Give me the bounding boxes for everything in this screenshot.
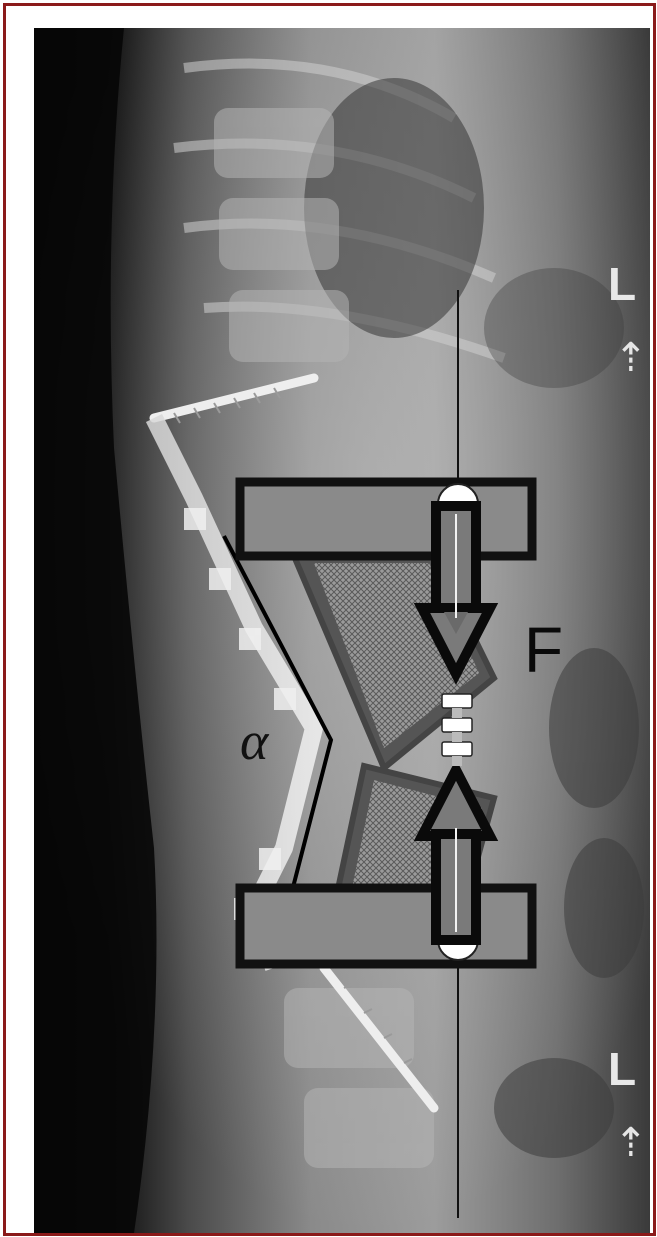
up-arrow-icon: ⇡ bbox=[614, 1123, 648, 1163]
angle-label: α bbox=[240, 714, 268, 768]
figure-frame: L ⇡ L ⇡ F α bbox=[3, 3, 656, 1236]
xray-image: L ⇡ L ⇡ F α bbox=[34, 28, 650, 1233]
side-marker-lower: L bbox=[608, 1046, 636, 1092]
side-marker-upper: L bbox=[608, 261, 636, 307]
up-arrow-icon: ⇡ bbox=[614, 338, 648, 378]
force-label: F bbox=[524, 618, 563, 682]
